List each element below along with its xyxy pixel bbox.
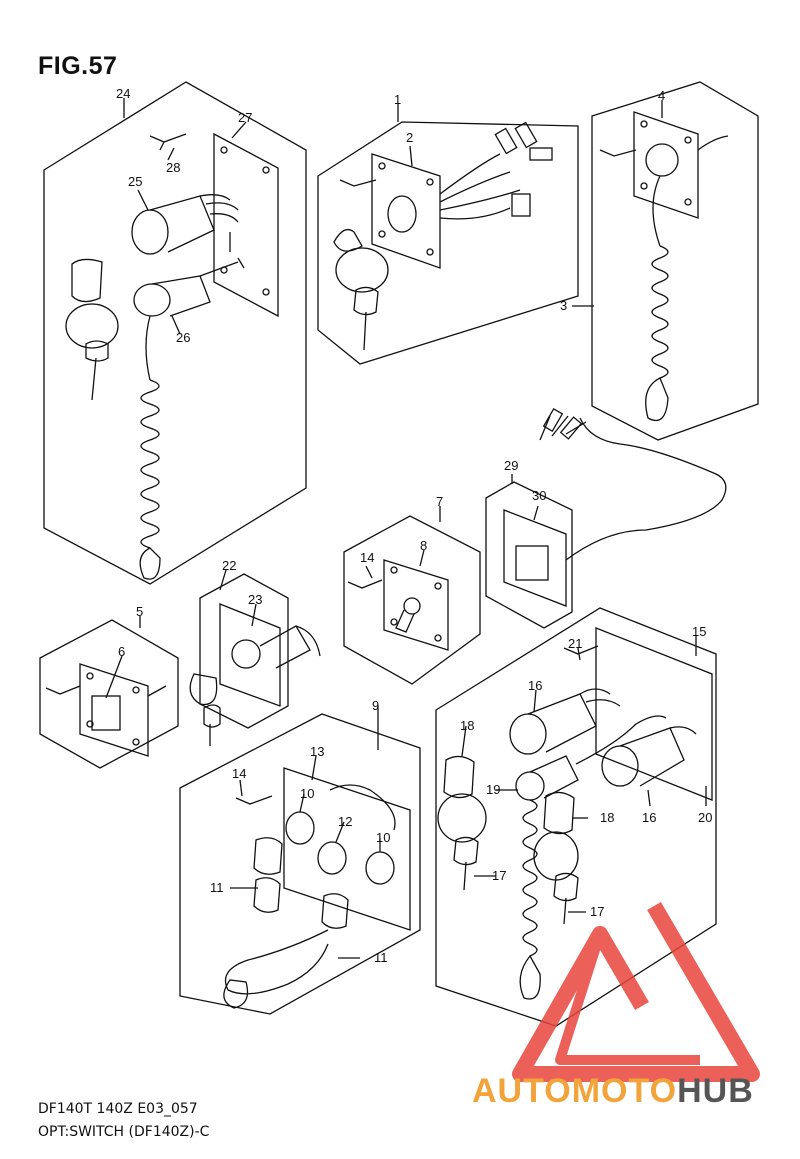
plate-30 (503, 509, 567, 607)
callout-8: 8 (420, 538, 427, 553)
watermark-wordmark: AUTOMOTOHUB (472, 1072, 754, 1111)
footer-section-title: OPT:SWITCH (DF140Z)-C (38, 1124, 210, 1140)
coiled-lanyard-3 (651, 245, 669, 379)
callout-4: 4 (658, 88, 665, 103)
plate-27 (213, 132, 279, 318)
callout-2: 2 (406, 130, 413, 145)
plate-8 (383, 559, 449, 651)
plate-13 (283, 767, 411, 931)
callout-20: 20 (698, 810, 712, 825)
callout-17: 17 (492, 868, 506, 883)
coiled-lanyard-9 (224, 929, 329, 995)
watermark-triangle-inner (555, 932, 700, 1065)
callout-29: 29 (504, 458, 518, 473)
callout-1: 1 (394, 92, 401, 107)
watermark-part-moto: MOTO (571, 1072, 678, 1110)
callout-13: 13 (310, 744, 324, 759)
group-box-7 (343, 515, 481, 685)
screw-28 (149, 133, 187, 151)
callout-30: 30 (532, 488, 546, 503)
callout-25: 25 (128, 174, 142, 189)
watermark-part-hub: HUB (677, 1072, 754, 1110)
callout-18: 18 (460, 718, 474, 733)
callout-23: 23 (248, 592, 262, 607)
plate-23 (219, 603, 281, 707)
callout-18: 18 (600, 810, 614, 825)
coiled-lanyard-24 (140, 379, 160, 549)
group-box-15 (435, 607, 717, 1027)
callout-26: 26 (176, 330, 190, 345)
callout-16: 16 (642, 810, 656, 825)
callout-12: 12 (338, 814, 352, 829)
group-box-1 (317, 121, 579, 365)
callout-7: 7 (436, 494, 443, 509)
group-box-9 (179, 713, 421, 1015)
callout-10: 10 (300, 786, 314, 801)
watermark-part-auto: AUTO (472, 1072, 572, 1110)
coiled-lanyard-15 (522, 799, 538, 957)
callout-3: 3 (560, 298, 567, 313)
group-box-29 (485, 481, 573, 629)
callout-17: 17 (590, 904, 604, 919)
callout-14: 14 (232, 766, 246, 781)
plate-4 (633, 111, 699, 219)
callout-5: 5 (136, 604, 143, 619)
plate-2 (371, 153, 441, 269)
callout-6: 6 (118, 644, 125, 659)
figure-title: FIG.57 (38, 52, 118, 80)
callout-24: 24 (116, 86, 130, 101)
callout-22: 22 (222, 558, 236, 573)
callout-11: 11 (210, 880, 224, 895)
callout-19: 19 (486, 782, 500, 797)
callout-10: 10 (376, 830, 390, 845)
watermark-triangle-outer (512, 901, 760, 1082)
callout-14: 14 (360, 550, 374, 565)
plate-15 (595, 627, 713, 801)
footer-model-code: DF140T 140Z E03_057 (38, 1101, 198, 1117)
callout-28: 28 (166, 160, 180, 175)
group-box-5 (39, 619, 179, 769)
callout-9: 9 (372, 698, 379, 713)
callout-27: 27 (238, 110, 252, 125)
key-25 (71, 258, 103, 303)
group-box-3 (591, 81, 759, 441)
callout-11: 11 (374, 950, 388, 965)
callout-15: 15 (692, 624, 706, 639)
plate-6 (79, 663, 149, 757)
group-box-24 (43, 81, 307, 585)
callout-16: 16 (528, 678, 542, 693)
callout-21: 21 (568, 636, 582, 651)
